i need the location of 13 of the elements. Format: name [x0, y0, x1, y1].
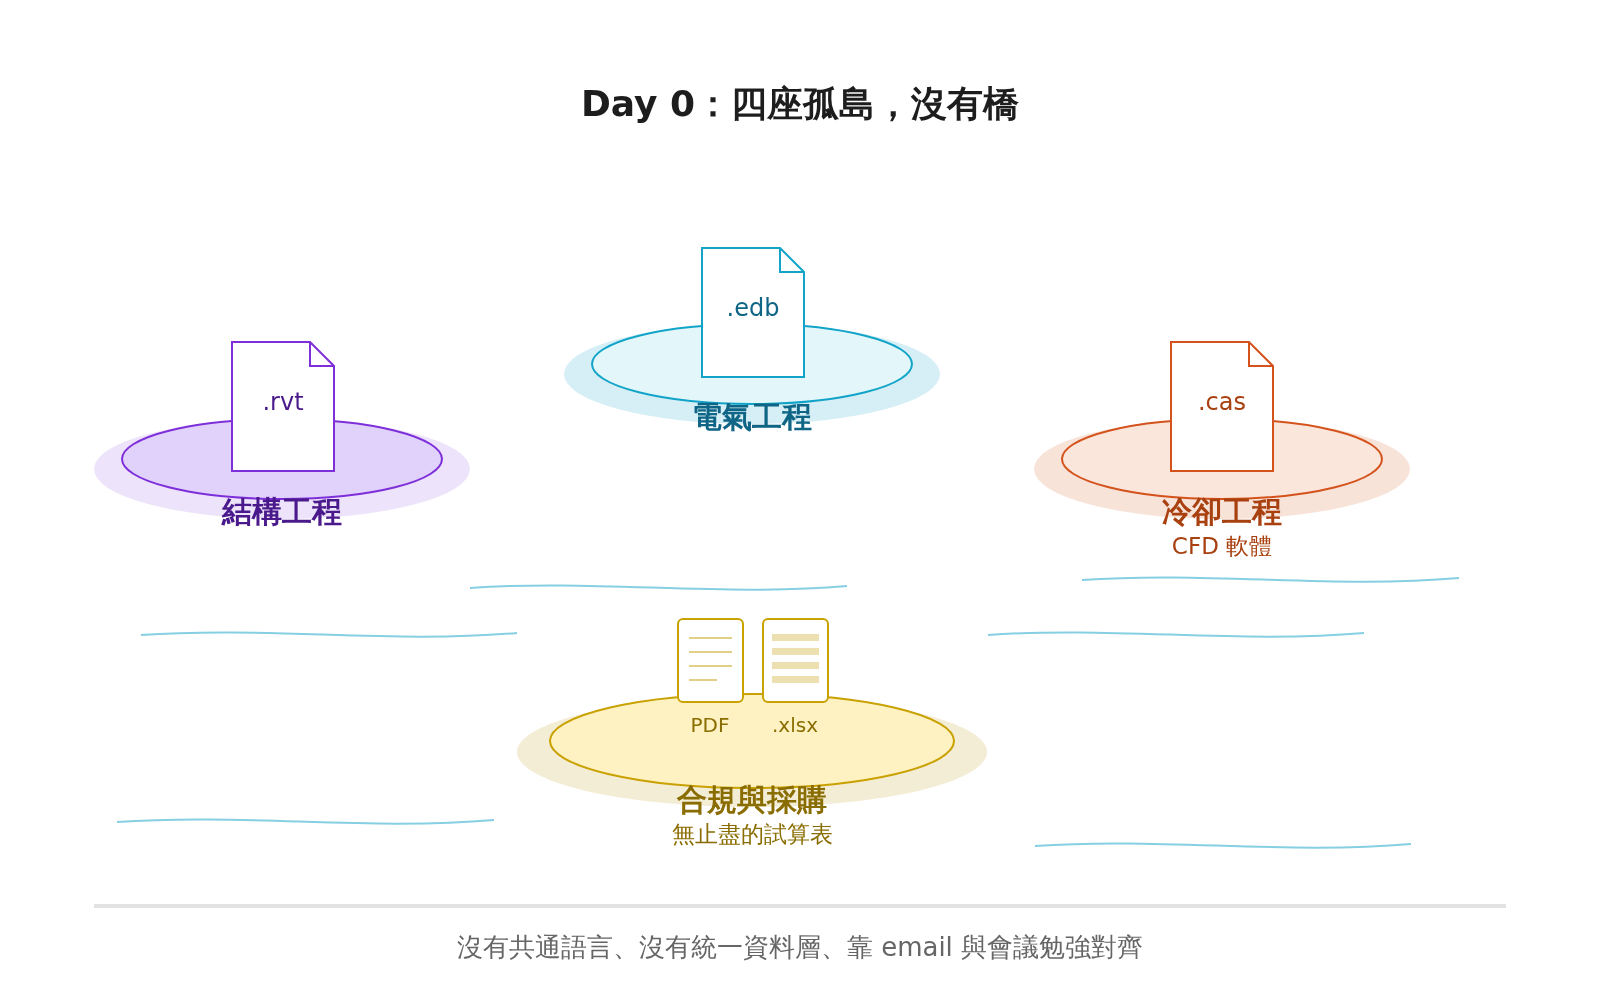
file-label: PDF	[690, 713, 730, 737]
island-heading: 電氣工程	[692, 400, 812, 435]
file-extension: .rvt	[262, 388, 304, 417]
file-extension: .edb	[726, 294, 780, 323]
caption: 沒有共通語言、沒有統一資料層、靠 email 與會議勉強對齊	[456, 931, 1144, 964]
file-label: .xlsx	[772, 713, 818, 737]
island-subtitle: 無止盡的試算表	[671, 821, 833, 848]
island-heading: 結構工程	[222, 495, 342, 530]
island-subtitle: CFD 軟體	[1171, 533, 1273, 560]
island-heading: 合規與採購	[677, 783, 827, 818]
island-heading: 冷卻工程	[1162, 495, 1282, 530]
file-extension: .cas	[1197, 388, 1246, 417]
title: Day 0：四座孤島，沒有橋	[580, 82, 1020, 126]
